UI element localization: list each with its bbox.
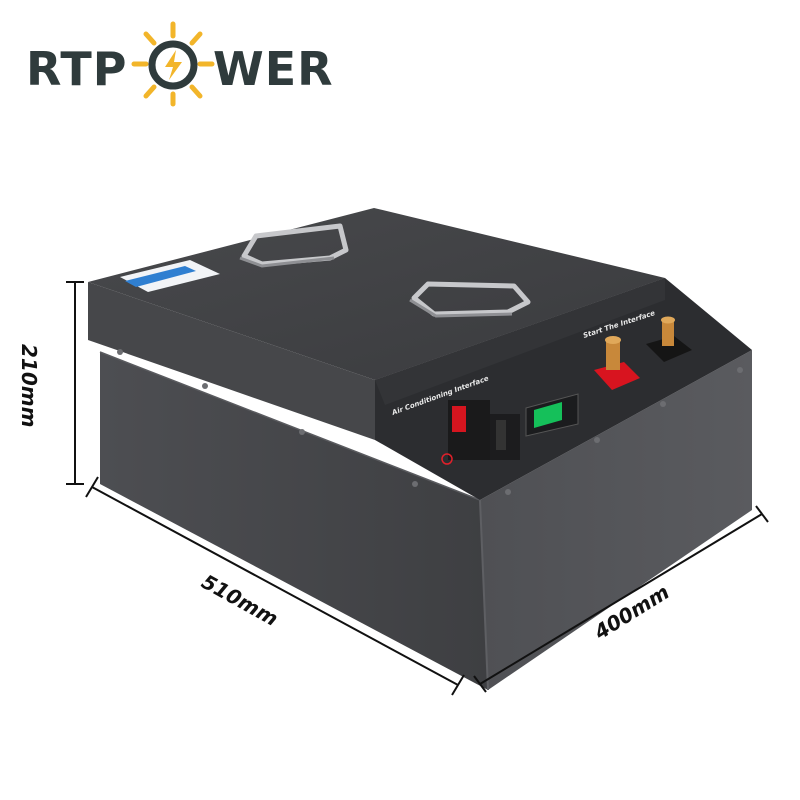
logo-text-left: RTP [26, 42, 128, 96]
negative-terminal [646, 316, 692, 362]
battery-right-face [480, 350, 752, 690]
battery-lid-front [88, 282, 375, 440]
battery-front-face [100, 352, 488, 690]
length-label: 510mm [198, 569, 283, 630]
height-label: 210mm [17, 344, 41, 427]
positive-terminal [594, 336, 640, 390]
rtpower-logo: RTP WER [0, 0, 360, 120]
width-dimension-line [473, 505, 769, 693]
power-indicator-icon [441, 453, 453, 465]
logo-text-right: WER [213, 42, 334, 96]
length-dimension-line [85, 476, 465, 696]
battery-lid-top [88, 208, 665, 380]
lid-handle-right [409, 281, 531, 318]
height-dimension-line [66, 281, 84, 485]
housing-screws [117, 349, 743, 495]
air-conditioning-connector [448, 400, 520, 460]
sun-bolt-icon [131, 21, 215, 107]
lid-handle-left [239, 223, 349, 268]
battery-display [525, 393, 579, 437]
